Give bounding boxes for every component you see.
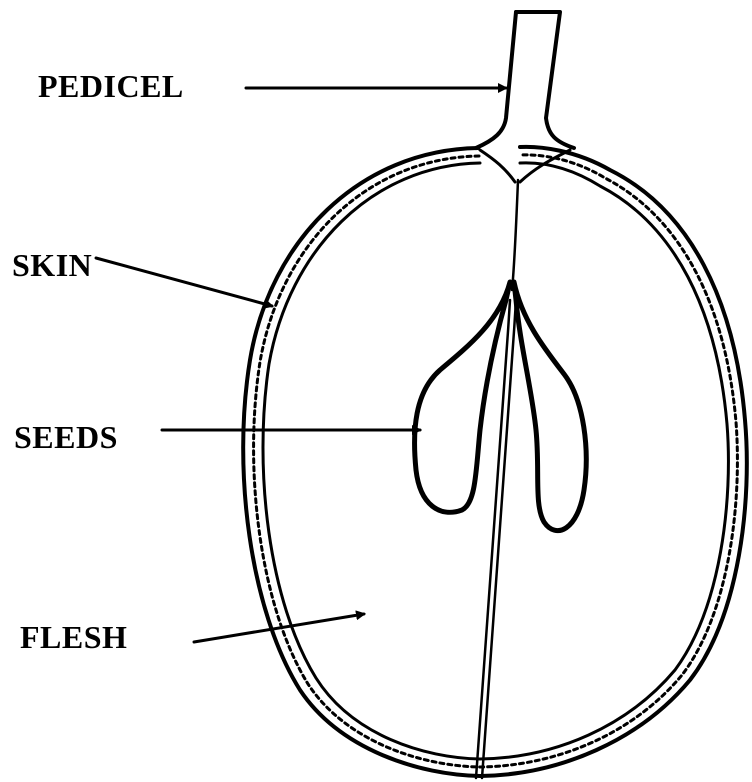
label-flesh: FLESH [20, 619, 127, 655]
grape-pedicel [476, 12, 574, 182]
grape-skin [243, 147, 747, 776]
grape-seeds [415, 282, 587, 531]
label-pedicel: PEDICEL [38, 68, 184, 104]
arrow-skin [96, 258, 272, 306]
label-seeds: SEEDS [14, 419, 118, 455]
grape-central-line [476, 180, 518, 778]
label-skin: SKIN [12, 247, 92, 283]
